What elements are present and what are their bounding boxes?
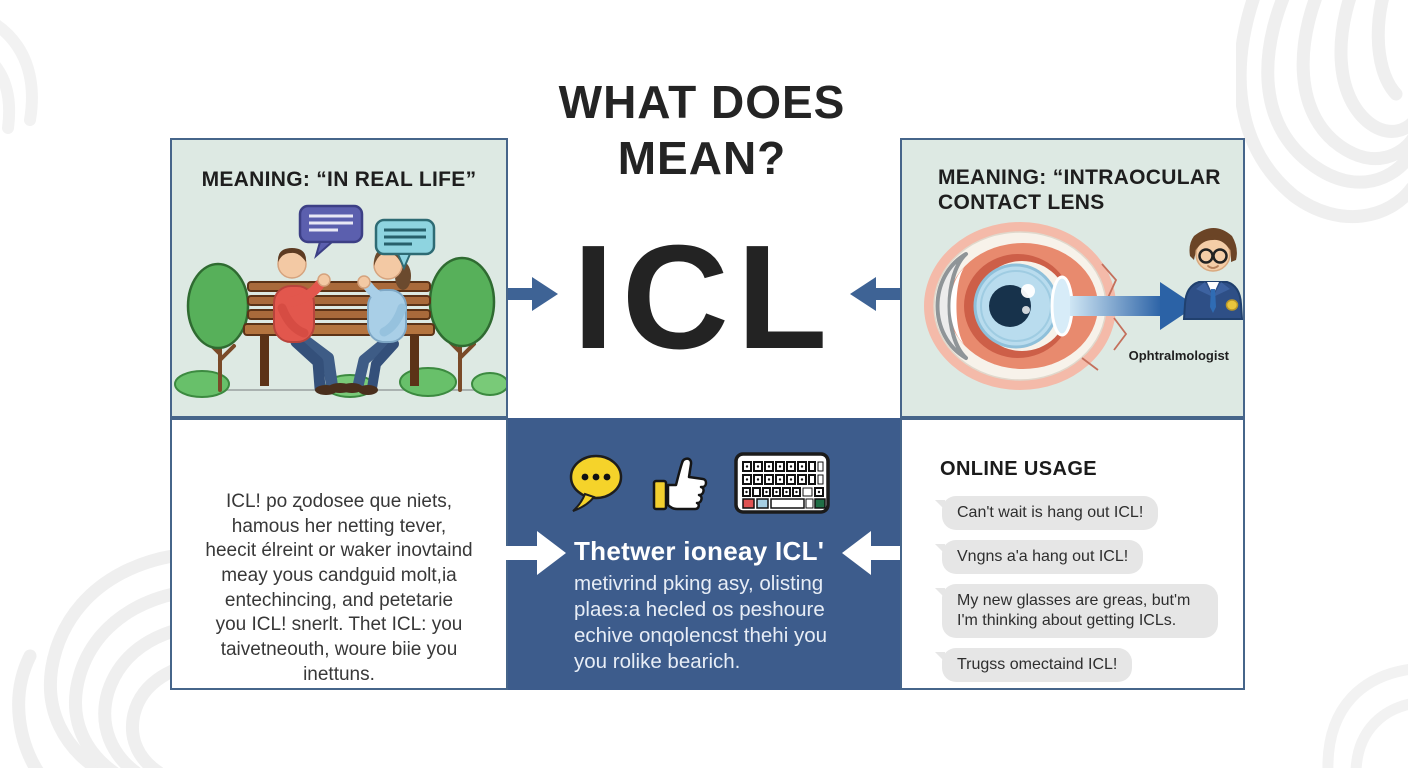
irl-description-text: ICL! po ʐodosee que niets, hamous her ne… [172, 420, 506, 688]
swirl-decoration-top-left [0, 20, 38, 134]
panel-meaning-in-real-life: MEANING: “IN REAL LIFE” [170, 138, 508, 418]
speech-bubble-icon [569, 454, 623, 512]
social-icons-row [568, 450, 830, 514]
purple-speech-bubble-icon [298, 204, 364, 259]
panel-irl-description: ICL! po ʐodosee que niets, hamous her ne… [170, 418, 508, 690]
chat-bubble: My new glasses are greas, but'm I'm thin… [935, 584, 1218, 638]
page-title-line2: MEAN? [617, 132, 787, 185]
thumbs-up-icon [652, 457, 708, 511]
chat-bubble: Trugss omectaind ICL! [934, 648, 1133, 682]
irl-text-line: you ICL! snerlt. Thet ICL: you [215, 614, 463, 636]
chat-bubble: Can't wait is hang out ICL! [934, 496, 1159, 530]
panel-online-usage: ONLINE USAGE Can't wait is hang out ICL!… [900, 418, 1245, 690]
acronym-text: ICL [572, 215, 836, 380]
panel-meaning-intraocular-contact-lens: MEANING: “INTRAOCULAR CONTACT LENS [900, 138, 1245, 418]
park-bench-illustration [174, 204, 506, 398]
eye-cross-section-illustration [924, 222, 1244, 390]
ophthalmologist-caption: Ophtralmologist [1128, 348, 1229, 363]
irl-text-line: hamous her netting tever, [231, 515, 447, 537]
center-definition-line: you rolike bearich. [574, 650, 741, 674]
page-title-line1: WHAT DOES [558, 76, 846, 128]
keyboard-icon [734, 452, 830, 514]
swirl-decoration-bottom-right [1322, 664, 1408, 768]
irl-text-line: taivetneouth, woure biie you [220, 639, 458, 661]
panel-tr-heading: MEANING: “INTRAOCULAR CONTACT LENS [938, 166, 1221, 214]
arrow-right-to-center-icon [850, 277, 904, 311]
chat-bubble: Vngns a'a hang out ICL! [934, 540, 1144, 574]
arrow-white-left-icon [506, 531, 566, 575]
irl-text-line: meay yous candguid molt,ia [221, 565, 457, 587]
irl-text-line: inettuns. [303, 663, 375, 685]
panel-center-blue: Thetwer ioneay ICL' metivrind pking asy,… [508, 418, 900, 690]
irl-text-line: heecit élreint or waker inovtaind [205, 540, 473, 562]
teal-speech-bubble-icon [374, 218, 436, 271]
arrow-white-right-icon [842, 531, 902, 575]
center-definition-text: Thetwer ioneay ICL' metivrind pking asy,… [574, 536, 827, 675]
irl-text-line: entechincing, and petetarie [224, 589, 454, 611]
irl-text-line: ICL! po ʐodosee que niets, [225, 491, 453, 512]
center-definition-bold-line: Thetwer ioneay ICL' [574, 536, 825, 566]
center-definition-line: plaes:a hecled os peshoure [574, 598, 825, 622]
arrow-left-to-center-icon [504, 277, 558, 311]
center-definition-line: echive onqolencst thehi you [574, 624, 828, 648]
ophthalmologist-figure [1182, 228, 1244, 320]
swirl-decoration-top-right [1236, 0, 1408, 223]
page-title: WHAT DOES MEAN? [470, 74, 934, 186]
online-usage-heading: ONLINE USAGE [940, 458, 1098, 480]
chat-bubble-list: Can't wait is hang out ICL! Vngns a'a ha… [934, 496, 1218, 692]
center-definition-line: metivrind pking asy, olisting [574, 572, 824, 595]
panel-tl-heading: MEANING: “IN REAL LIFE” [201, 168, 477, 191]
